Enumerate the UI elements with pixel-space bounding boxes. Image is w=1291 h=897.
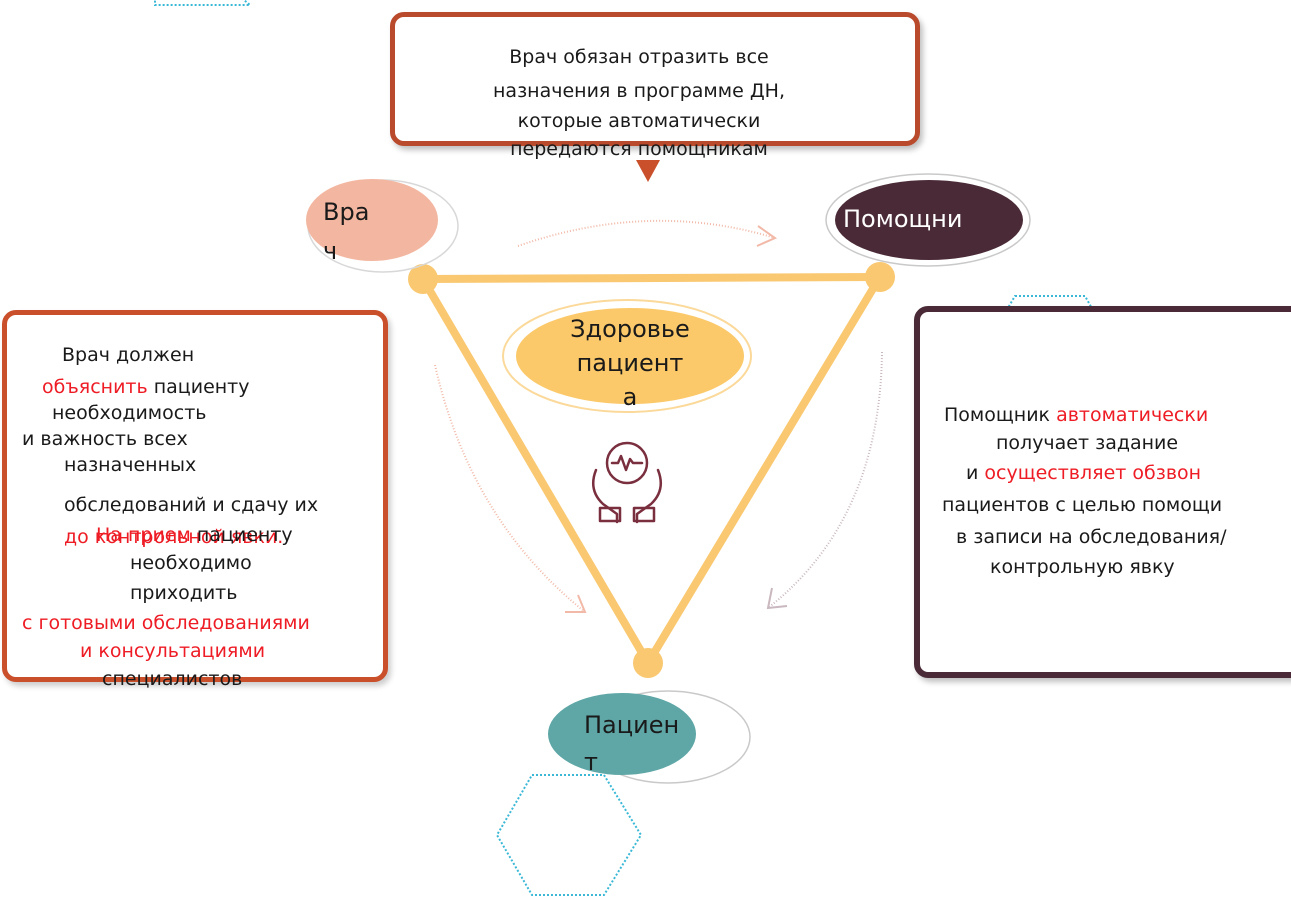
center-node: [516, 308, 744, 404]
left-box-line-9: необходимо: [130, 552, 252, 574]
arrow-head-assistant-to-patient: [766, 587, 788, 610]
triangle-vertex-patient: [633, 648, 663, 678]
assistant-info-box: [914, 306, 1291, 678]
triangle-top-edge: [419, 273, 884, 283]
arrow-head-doctor-to-assistant: [756, 225, 778, 247]
left-box-line-12: и консультациями: [80, 640, 266, 662]
triangle-left-edge: [419, 275, 652, 667]
doctor-node-label-2: ч: [323, 237, 338, 265]
left-box-line-11: с готовыми обследованиями: [22, 612, 310, 634]
top-box-line-1: Врач обязан отразить все: [509, 46, 769, 68]
left-box-line-4: и важность всех: [22, 428, 188, 450]
arrow-doctor-to-assistant: [517, 219, 776, 247]
right-box-line-6: контрольную явку: [990, 556, 1175, 578]
center-node-label-1: Здоровье: [570, 315, 690, 343]
heart-in-hands-icon: [591, 441, 663, 524]
triangle-vertex-doctor: [408, 264, 438, 294]
right-box-line-3: и осуществляет обзвон: [966, 462, 1202, 484]
top-box-pointer: [636, 160, 660, 182]
top-box-line-4: передаются помощникам: [510, 138, 768, 160]
top-box-line-2: назначения в программе ДН,: [493, 80, 785, 102]
top-box-line-3: которые автоматически: [517, 110, 761, 132]
center-node-outline: [502, 299, 752, 413]
left-box-line-6: обследований и сдачу их: [64, 494, 319, 516]
right-box-line-1: Помощник автоматически: [944, 404, 1209, 426]
center-node-label-3: а: [622, 383, 638, 411]
left-box-line-10: приходить: [130, 582, 238, 604]
doctor-node-label-1: Вра: [323, 198, 370, 226]
patient-node: [548, 693, 696, 775]
left-box-line-7: до контрольной явки.: [64, 526, 284, 548]
arrow-assistant-to-patient: [767, 351, 883, 609]
assistant-node-outline: [825, 173, 1031, 267]
left-box-line-13: специалистов: [102, 668, 243, 690]
doctor-node: [306, 179, 438, 261]
patient-node-label-2: т: [584, 748, 598, 776]
left-box-line-8: На прием пациенту: [96, 524, 293, 546]
hexagon-top-left-decor: [154, 0, 253, 6]
right-box-line-2: получает задание: [996, 432, 1179, 454]
right-box-line-4: пациентов с целью помощи: [942, 494, 1223, 516]
center-node-label-2: пациент: [576, 349, 684, 377]
assistant-node: [835, 180, 1023, 260]
right-box-line-5: в записи на обследования/: [956, 526, 1227, 548]
assistant-node-label: Помощни: [843, 205, 963, 233]
left-box-line-5: назначенных: [64, 454, 197, 476]
arrow-head-doctor-to-patient: [565, 594, 587, 613]
triangle-right-edge: [644, 273, 884, 667]
doctor-info-box: [2, 310, 388, 682]
left-box-line-1: Врач должен: [62, 344, 195, 366]
triangle-vertex-assistant: [865, 262, 895, 292]
left-box-line-3: необходимость: [52, 402, 207, 424]
hexagon-bottom-decor: [495, 774, 643, 896]
top-info-box: [390, 12, 920, 146]
arrow-doctor-to-patient: [434, 364, 586, 613]
patient-node-label-1: Пациен: [584, 711, 680, 739]
left-box-line-2: объяснить пациенту: [42, 376, 250, 398]
